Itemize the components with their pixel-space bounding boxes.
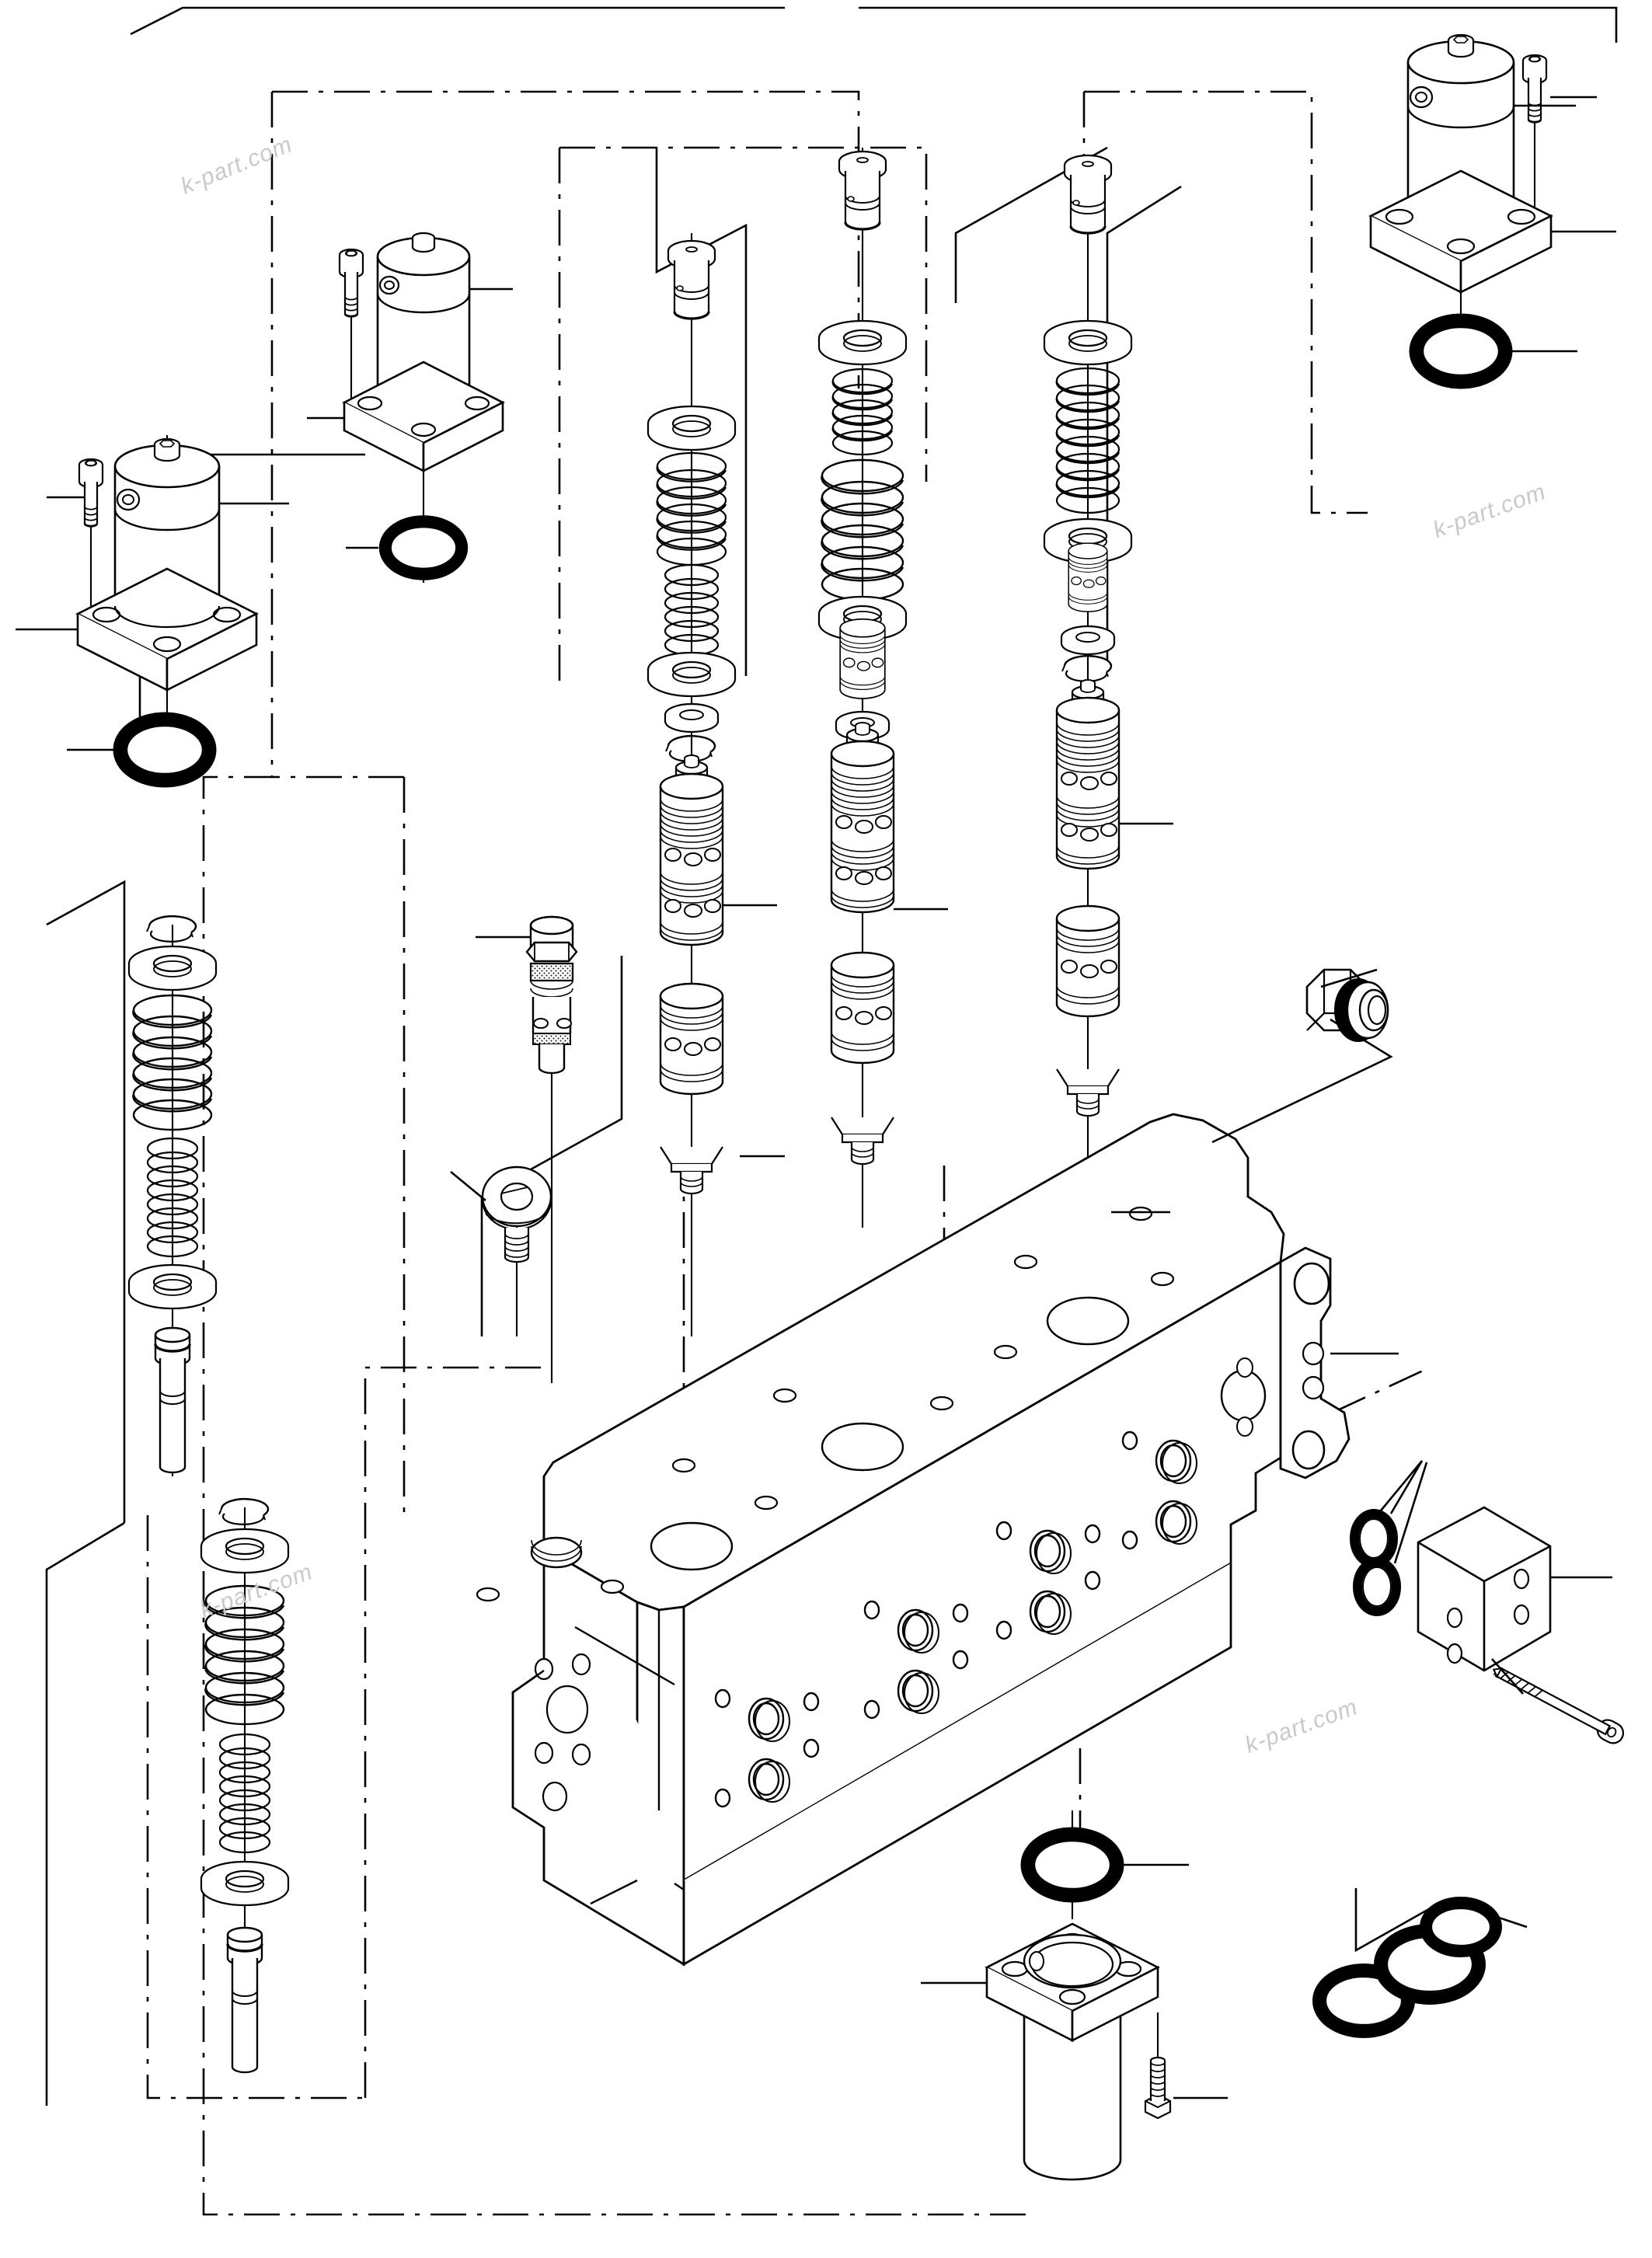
part-spring-stack-left-lower[interactable]: [200, 1498, 290, 2074]
body-top-boltholes: [476, 1206, 1175, 1602]
spring-C1: [1055, 367, 1121, 514]
spring-B2: [821, 458, 904, 601]
part-oring-upper-left[interactable]: [385, 521, 462, 575]
part-relief-valve-small[interactable]: [525, 915, 578, 1075]
spool-rod-L2: [226, 1926, 263, 2074]
part-solenoid-bottom[interactable]: [985, 1922, 1160, 2181]
part-stack-A[interactable]: [647, 239, 737, 1195]
spring-L2-big: [204, 1584, 285, 1726]
part-stack-C[interactable]: [1043, 154, 1133, 1117]
part-cover-orings[interactable]: [1350, 1509, 1401, 1616]
part-solenoid-left[interactable]: [75, 437, 259, 692]
part-cover-block[interactable]: [1417, 1506, 1552, 1672]
part-capscrew-left-solenoid[interactable]: [78, 458, 104, 528]
part-oring-bottom-solenoid[interactable]: [1027, 1834, 1117, 1896]
spring-L1-big: [132, 994, 213, 1131]
part-hexbolt-bottom[interactable]: [1144, 2056, 1172, 2120]
part-spring-stack-left-upper[interactable]: [127, 915, 218, 1474]
body-front-ports: [714, 1430, 1197, 1808]
body-rib-lines: [512, 1113, 1272, 1905]
spring-L1-small: [146, 1137, 199, 1258]
spool-rod-L1: [154, 1326, 191, 1474]
part-capscrew-upper-left[interactable]: [338, 248, 364, 318]
part-oring-upper-right[interactable]: [1416, 320, 1506, 382]
spring-L2-small: [218, 1733, 271, 1854]
part-solenoid-upper-left[interactable]: [342, 232, 505, 473]
part-oring-left-solenoid[interactable]: [120, 719, 210, 781]
part-eyebolt[interactable]: [481, 1166, 552, 1263]
part-cover-screw[interactable]: [1488, 1660, 1628, 1748]
part-stack-B[interactable]: [817, 150, 908, 1166]
spring-B1: [831, 368, 894, 456]
part-main-valve-body[interactable]: [476, 1113, 1351, 1967]
body-left-face: [534, 1653, 591, 1812]
body-top-bores: [530, 1296, 1130, 1571]
part-solenoid-upper-right[interactable]: [1368, 33, 1553, 294]
part-capscrew-upper-right[interactable]: [1521, 54, 1548, 124]
spring-A1: [656, 451, 727, 566]
spring-A2: [664, 563, 720, 657]
leader-lines: [16, 96, 1616, 2099]
part-oring-set-three[interactable]: [1312, 1897, 1502, 2038]
